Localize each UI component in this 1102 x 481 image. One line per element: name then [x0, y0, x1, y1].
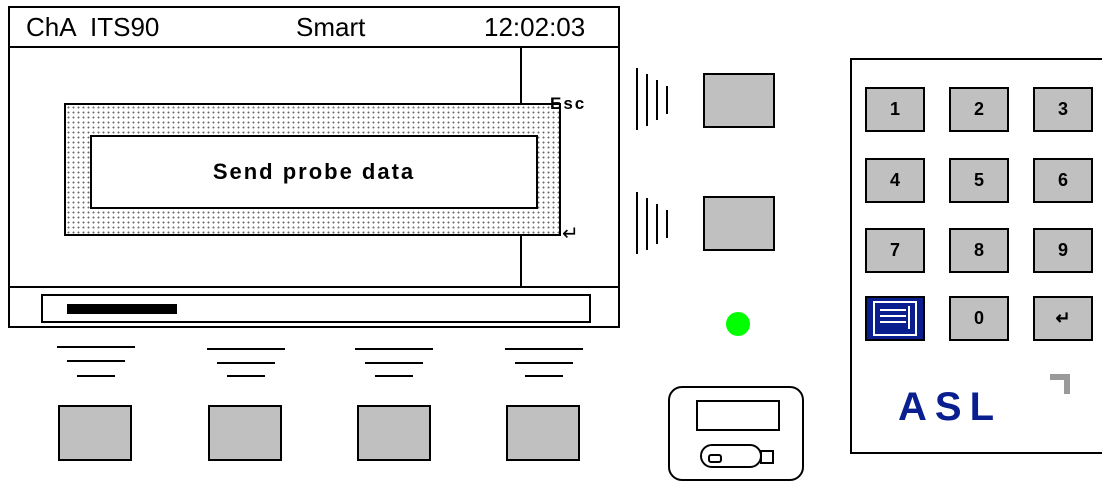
softkey-4-label-lines: [503, 342, 583, 382]
esc-label: Esc: [550, 94, 587, 113]
keypad-key-9[interactable]: 9: [1033, 228, 1093, 273]
dialog-frame: [64, 103, 561, 236]
keypad-key-0[interactable]: 0: [949, 296, 1009, 341]
softkey-3-label-lines: [353, 342, 433, 382]
side-key-2-button[interactable]: [703, 196, 775, 251]
enter-icon: ↵: [562, 223, 579, 245]
logo-corner-mark: [1050, 374, 1070, 394]
keypad-menu-key[interactable]: [865, 296, 925, 341]
progress-fill: [67, 304, 177, 314]
side-key-1-button[interactable]: [703, 73, 775, 128]
side-key-1-lines: [636, 68, 676, 130]
usb-slot: [696, 400, 780, 431]
dialog-box: Send probe data: [90, 135, 538, 209]
progress-bar: [41, 294, 591, 323]
dialog-message: Send probe data: [212, 159, 416, 184]
usb-stick-icon[interactable]: [700, 444, 762, 468]
footer-divider: [10, 286, 618, 288]
softkey-1-button[interactable]: [58, 405, 132, 461]
usb-plug-icon: [760, 450, 774, 464]
keypad-key-5[interactable]: 5: [949, 158, 1009, 203]
softkey-2-label-lines: [205, 342, 285, 382]
status-bar: ChA ITS90 Smart 12:02:03: [10, 8, 618, 48]
mode-label: Smart: [296, 12, 366, 42]
softkey-4-button[interactable]: [506, 405, 580, 461]
keypad-key-1[interactable]: 1: [865, 87, 925, 132]
keypad-key-6[interactable]: 6: [1033, 158, 1093, 203]
keypad-key-7[interactable]: 7: [865, 228, 925, 273]
asl-logo: ASL: [898, 385, 1002, 429]
keypad-enter-key[interactable]: ↵: [1033, 296, 1093, 341]
menu-list-icon: [873, 301, 917, 336]
side-key-2-lines: [636, 192, 676, 254]
keypad-key-3[interactable]: 3: [1033, 87, 1093, 132]
softkey-2-button[interactable]: [208, 405, 282, 461]
channel-label: ChA: [26, 12, 77, 42]
clock: 12:02:03: [484, 12, 586, 42]
softkey-1-label-lines: [55, 342, 135, 382]
keypad-key-8[interactable]: 8: [949, 228, 1009, 273]
status-led: [726, 312, 750, 336]
keypad-key-2[interactable]: 2: [949, 87, 1009, 132]
keypad-key-4[interactable]: 4: [865, 158, 925, 203]
softkey-3-button[interactable]: [357, 405, 431, 461]
lcd-screen: ChA ITS90 Smart 12:02:03 Send probe data…: [8, 6, 620, 328]
scale-label: ITS90: [90, 12, 160, 42]
